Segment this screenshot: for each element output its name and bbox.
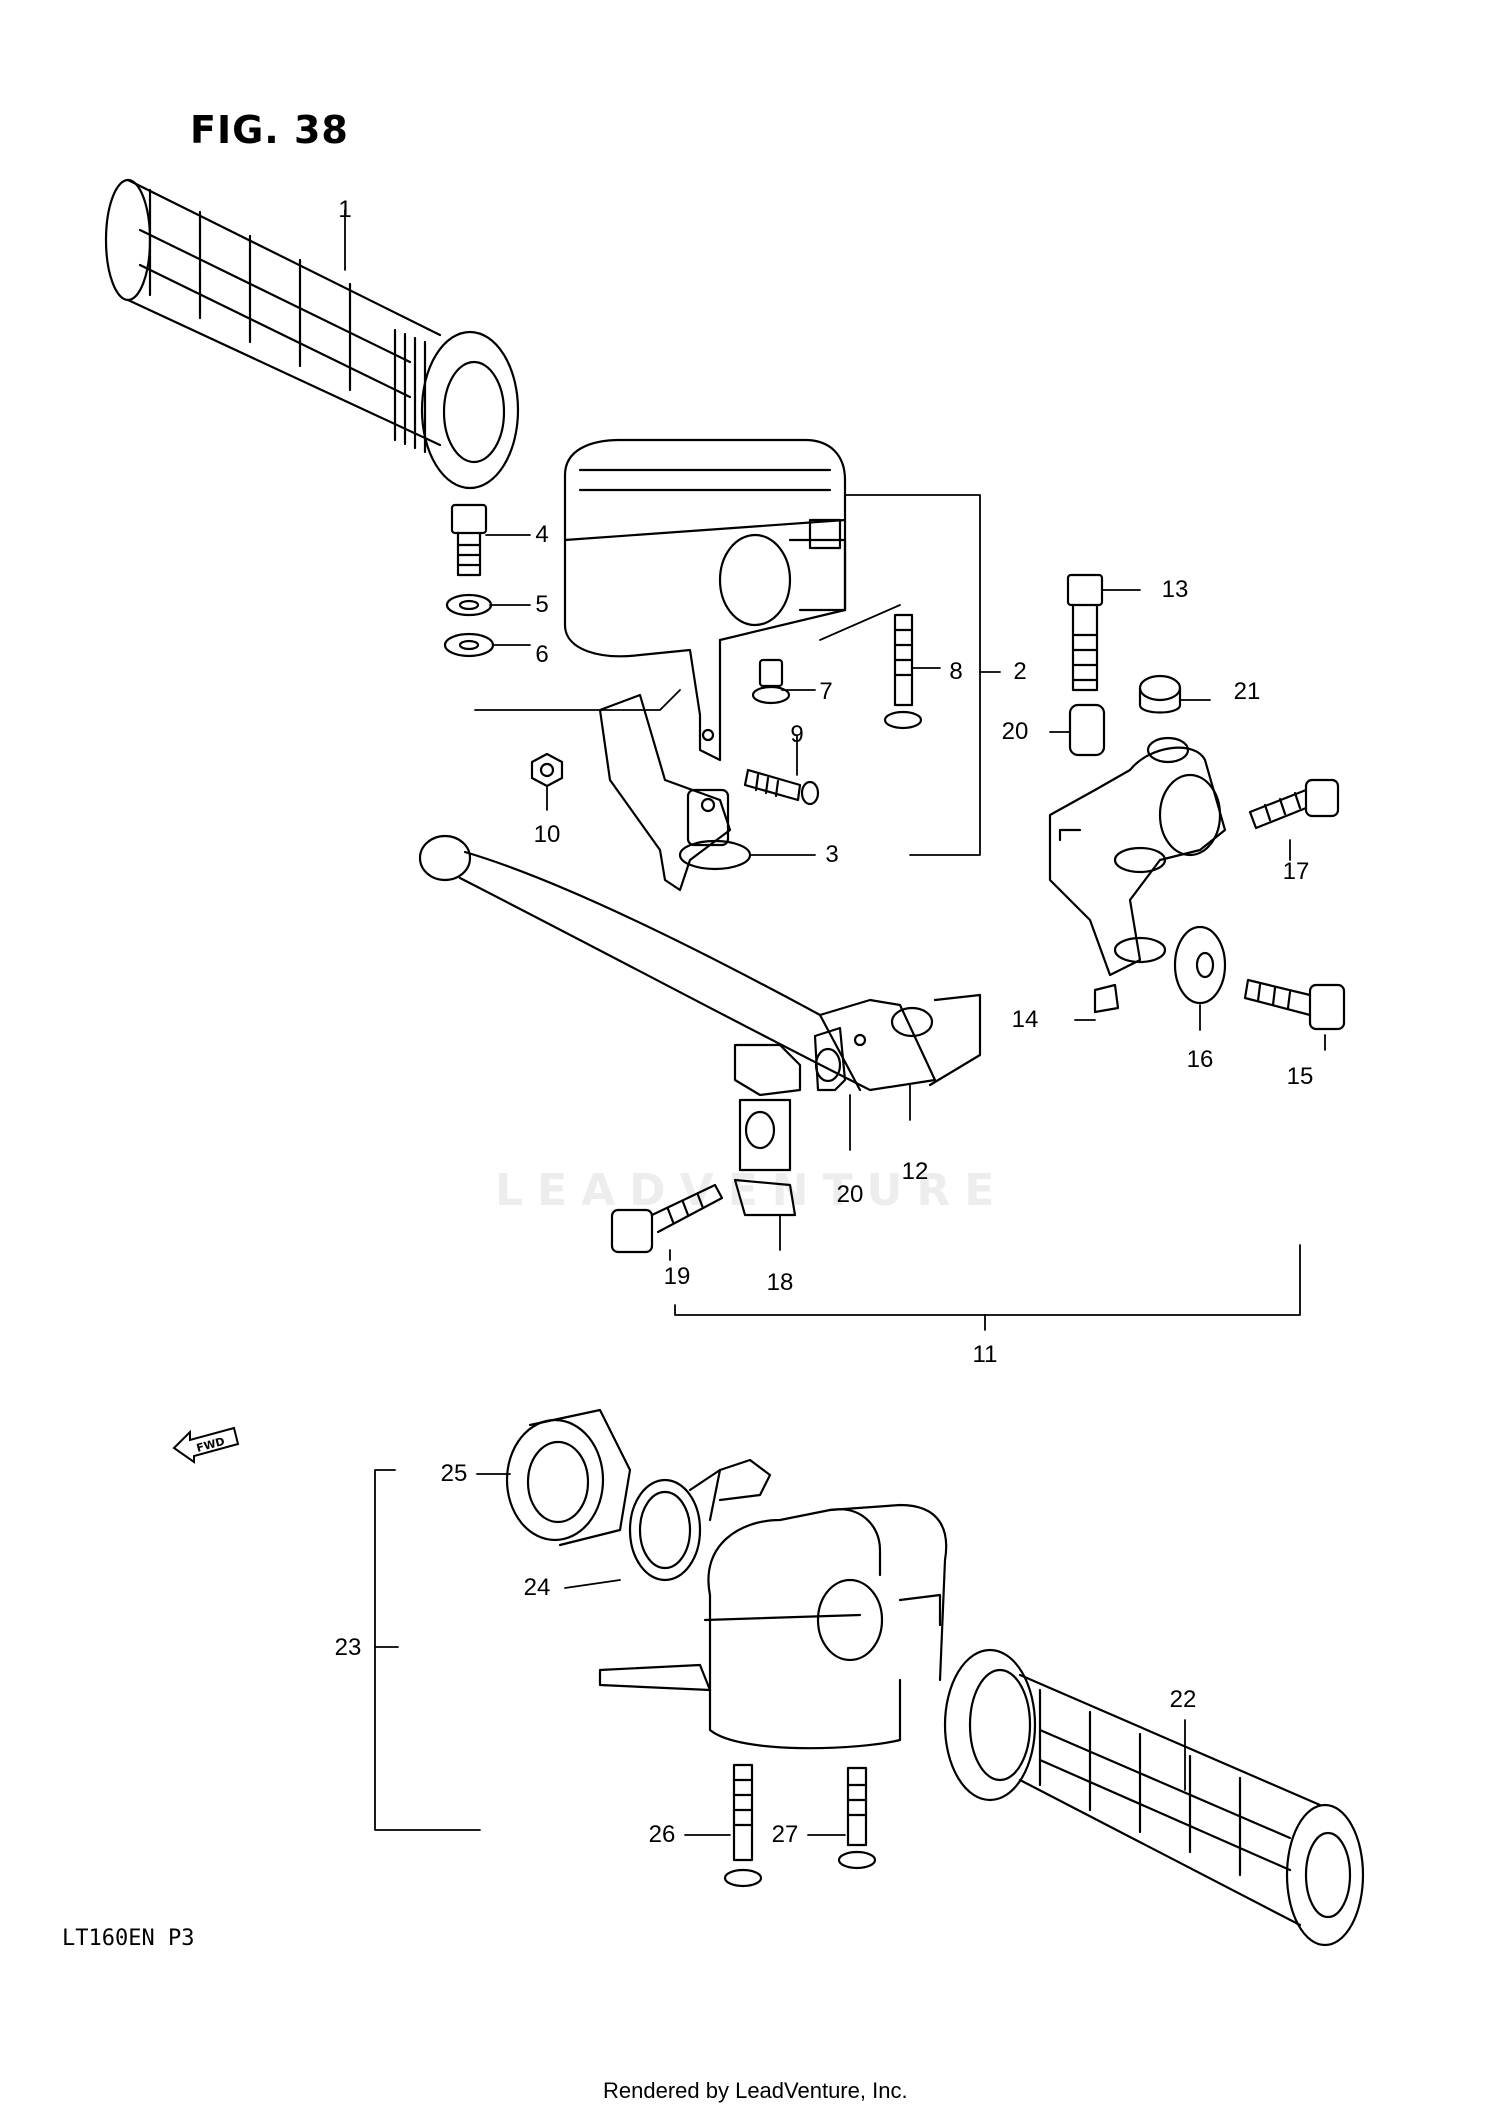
rendered-by-footer: Rendered by LeadVenture, Inc. bbox=[603, 2078, 908, 2103]
throttle-housing bbox=[505, 1408, 948, 1750]
model-code-label: LT160EN P3 bbox=[62, 1926, 195, 1951]
callout-5: 5 bbox=[535, 591, 549, 618]
callout-20-upper: 20 bbox=[1001, 718, 1029, 745]
callout-22: 22 bbox=[1169, 1686, 1197, 1713]
callout-10: 10 bbox=[533, 821, 561, 848]
callout-2: 2 bbox=[1013, 658, 1027, 685]
perch-bracket-assembly bbox=[1048, 573, 1346, 1031]
callout-4: 4 bbox=[535, 521, 549, 548]
callout-27: 27 bbox=[771, 1821, 799, 1848]
housing-screws bbox=[723, 1763, 877, 1888]
callout-26: 26 bbox=[648, 1821, 676, 1848]
callout-17: 17 bbox=[1282, 858, 1310, 885]
figure-title: FIG. 38 bbox=[190, 108, 349, 152]
leader-lines-upper bbox=[344, 209, 1326, 1331]
lever-adjuster-arm bbox=[598, 693, 752, 892]
callout-11: 11 bbox=[972, 1341, 998, 1368]
forward-direction-arrow: FWD bbox=[172, 1426, 240, 1464]
pivot-collar-and-bolt bbox=[610, 1026, 847, 1254]
watermark-text: LEADVENTURE bbox=[495, 1165, 1009, 1216]
callout-9: 9 bbox=[790, 721, 804, 748]
callout-3: 3 bbox=[825, 841, 839, 868]
callout-23: 23 bbox=[334, 1634, 362, 1661]
bolt-washer-stack bbox=[443, 503, 495, 658]
callout-19: 19 bbox=[663, 1263, 691, 1290]
callout-25: 25 bbox=[440, 1460, 468, 1487]
screws-group bbox=[530, 613, 923, 806]
callout-24: 24 bbox=[523, 1574, 551, 1601]
left-handlebar-grip bbox=[104, 178, 520, 490]
brake-lever-holder-upper bbox=[563, 438, 847, 762]
callout-1: 1 bbox=[338, 196, 352, 223]
callout-13: 13 bbox=[1161, 576, 1189, 603]
callout-6: 6 bbox=[535, 641, 549, 668]
callout-15: 15 bbox=[1286, 1063, 1314, 1090]
callout-21: 21 bbox=[1233, 678, 1261, 705]
callout-8: 8 bbox=[949, 658, 963, 685]
callout-7: 7 bbox=[819, 678, 833, 705]
callout-20-lower: 20 bbox=[836, 1181, 864, 1208]
leader-lines-lower bbox=[374, 1469, 1186, 1836]
callout-18: 18 bbox=[766, 1269, 794, 1296]
callout-14: 14 bbox=[1011, 1006, 1039, 1033]
brake-lever bbox=[418, 834, 982, 1092]
callout-16: 16 bbox=[1186, 1046, 1214, 1073]
right-handlebar-grip bbox=[943, 1648, 1365, 1947]
callout-12: 12 bbox=[901, 1158, 929, 1185]
